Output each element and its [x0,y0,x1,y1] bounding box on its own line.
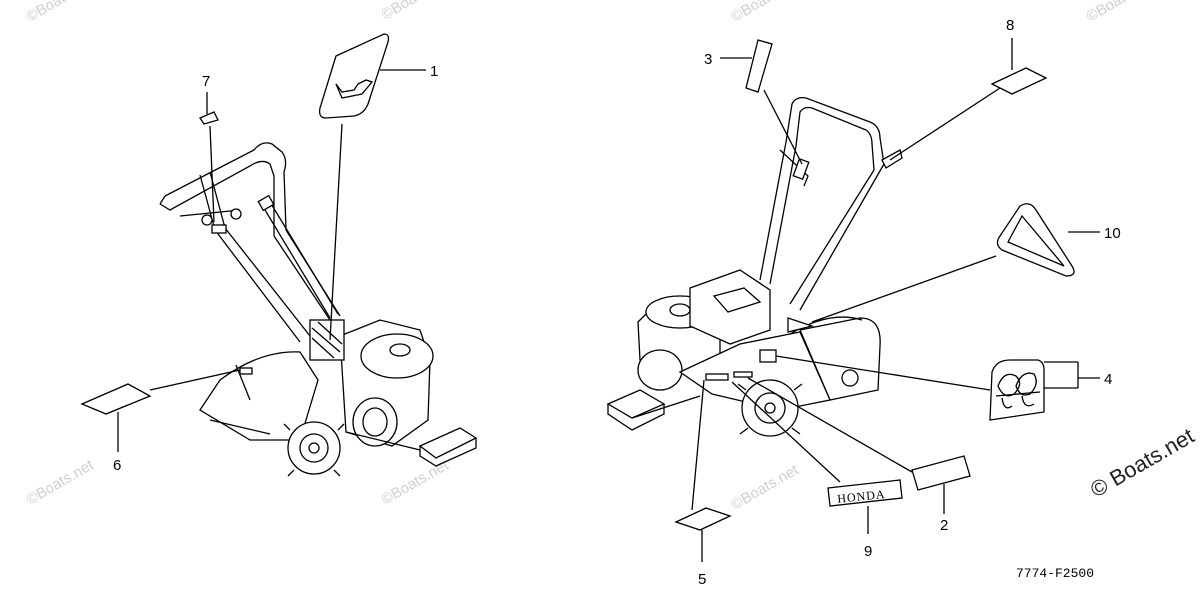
watermark-text: ©Boats.net [24,0,98,25]
leader-line [329,123,343,341]
callout-3: 3 [704,51,712,68]
watermarks: ©Boats.net ©Boats.net ©Boats.net ©Boats.… [24,0,1158,513]
decal-1 [318,33,390,119]
leader-line [209,125,215,223]
decal-2 [911,455,971,491]
decal-5 [674,507,732,531]
callout-6: 6 [113,457,121,474]
callout-10: 10 [1104,225,1121,242]
callout-5: 5 [698,571,706,588]
figure-code: 7774-F2500 [1016,566,1094,581]
decal-8 [990,67,1048,95]
watermark-text: ©Boats.net [729,0,803,25]
callout-2: 2 [940,517,948,534]
callout-8: 8 [1006,17,1014,34]
leader-line [775,355,991,391]
watermark-corner: © Boats.net [1086,423,1198,502]
watermark-text: ©Boats.net [729,461,803,513]
leader-line [763,89,803,165]
leader-line [691,379,705,511]
callout-7: 7 [202,73,210,90]
honda-decal-text: HONDA [837,487,887,506]
decal-7 [199,111,219,125]
decal-10 [996,203,1075,277]
leader-line [747,377,913,473]
decal-9: HONDA [827,479,903,507]
tiller-right-illustration [606,96,903,437]
leader-line [149,369,241,391]
leader-line [811,255,997,323]
decal-6 [80,383,152,415]
callout-4: 4 [1104,371,1112,388]
watermark-text: ©Boats.net [24,456,98,508]
leader-line [889,87,1001,161]
callout-9: 9 [864,543,872,560]
decal-4 [989,359,1045,421]
watermark-text: ©Boats.net [1084,0,1158,25]
watermark-text: ©Boats.net [379,0,453,23]
callout-1: 1 [430,63,438,80]
tiller-left-illustration [159,142,478,477]
leader-line [731,381,841,483]
decal-3 [745,39,773,93]
